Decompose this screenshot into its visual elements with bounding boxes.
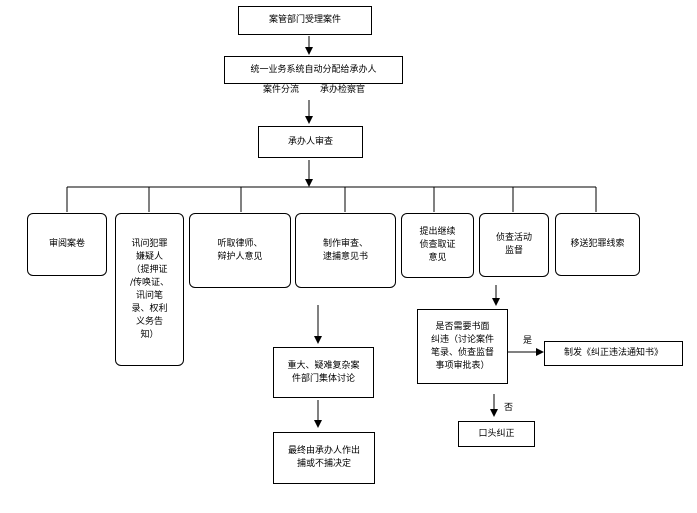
- label-case-split: 案件分流: [263, 85, 300, 95]
- node-oral-correct: 口头纠正: [458, 421, 535, 447]
- node-issue-notice: 制发《纠正违法通知书》: [544, 341, 683, 366]
- label-no: 否: [504, 403, 514, 413]
- node-review: 承办人审查: [258, 126, 363, 158]
- node-written-question: 是否需要书面 纠违（讨论案件 笔录、侦查监督 事项审批表）: [417, 309, 508, 384]
- node-hear-lawyer: 听取律师、 辩护人意见: [189, 213, 291, 288]
- node-transfer-clue: 移送犯罪线索: [555, 213, 640, 276]
- node-assign: 统一业务系统自动分配给承办人: [224, 56, 403, 84]
- node-start: 案管部门受理案件: [238, 6, 372, 35]
- node-interrogate: 讯问犯罪 嫌疑人 （提押证 /传唤证、 讯问笔 录、权利 义务告 知）: [115, 213, 184, 366]
- node-collect-evidence: 提出继续 侦查取证 意见: [401, 213, 474, 278]
- node-make-report: 制作审查、 逮捕意见书: [295, 213, 396, 288]
- label-yes: 是: [523, 336, 533, 346]
- node-supervise: 侦查活动 监督: [479, 213, 549, 277]
- node-major-case: 重大、疑难复杂案 件部门集体讨论: [273, 347, 374, 398]
- node-final-decision: 最终由承办人作出 捕或不捕决定: [273, 432, 375, 484]
- label-prosecutor: 承办检察官: [320, 85, 366, 95]
- node-read-file: 审阅案卷: [27, 213, 107, 276]
